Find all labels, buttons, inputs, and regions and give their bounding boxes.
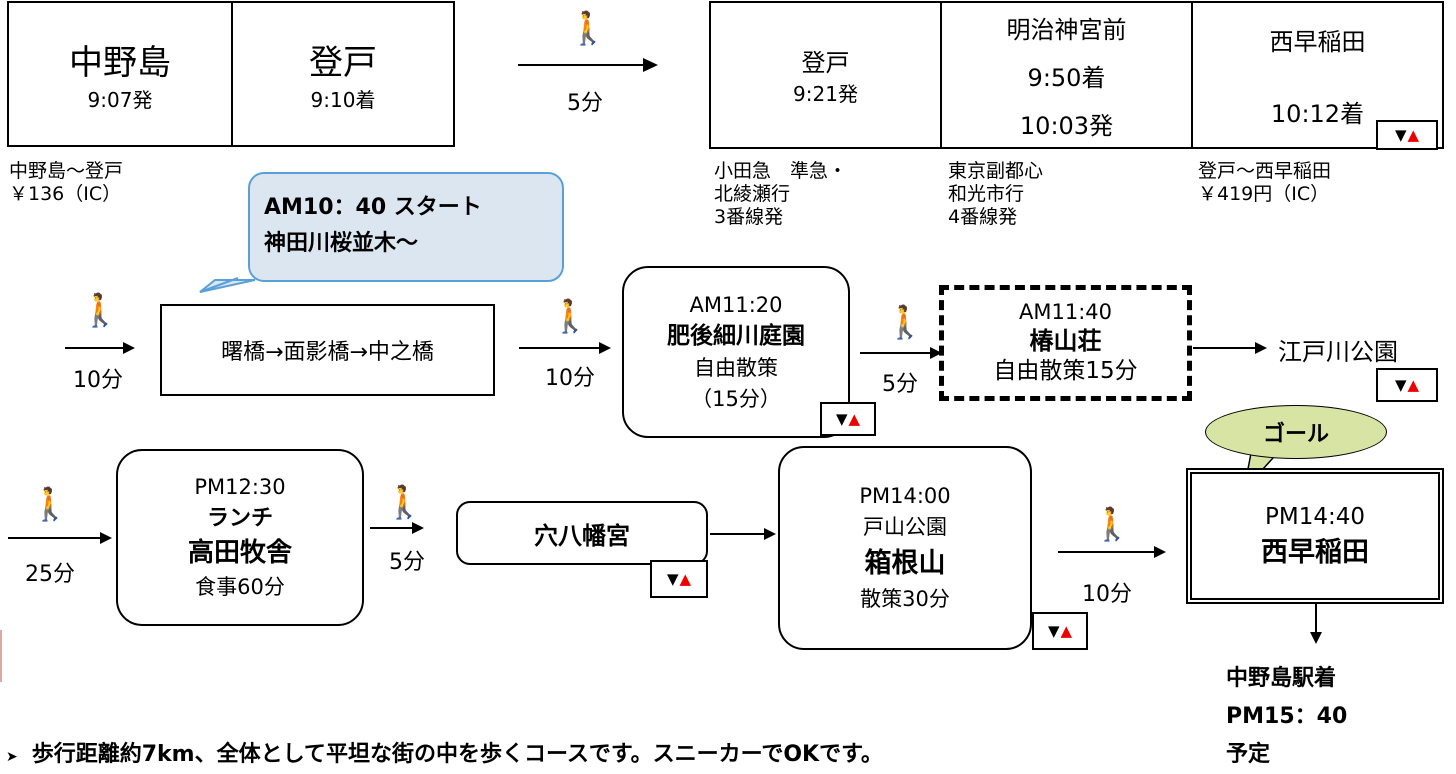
station-name: 中野島 <box>69 43 171 83</box>
departure-time: 10:03発 <box>1019 111 1114 140</box>
arrow-to-arrival <box>1310 604 1322 644</box>
station-name: 登戸 <box>801 49 850 77</box>
start-location: 神田川桜並木～ <box>264 231 419 256</box>
park-name: 戸山公園 <box>863 515 947 539</box>
higo-hosokawa-garden-box: AM11:20 肥後細川庭園 自由散策 （15分） <box>622 266 850 438</box>
station-box-noborito-depart: 登戸 9:21発 <box>709 1 942 149</box>
walk-arrow <box>519 342 611 354</box>
walk-duration: 10分 <box>73 368 123 393</box>
arrow-to-edogawa <box>1193 342 1267 354</box>
toilet-icon: ▼▲ <box>1376 120 1438 150</box>
place-name: 箱根山 <box>864 547 946 579</box>
walker-icon: 🚶 <box>80 291 120 329</box>
goal-callout: ゴール <box>1205 405 1387 459</box>
departure-time: 9:07発 <box>87 88 153 112</box>
start-callout: AM10：40 スタート 神田川桜並木～ <box>248 172 564 282</box>
visit-time: PM14:00 <box>859 483 951 508</box>
place-name: 肥後細川庭園 <box>667 323 805 350</box>
toilet-icon: ▼▲ <box>1376 368 1438 402</box>
left-edge-mark <box>0 630 2 682</box>
arrival-time: PM15：40 <box>1226 704 1348 729</box>
goal-place: 西早稲田 <box>1261 536 1369 568</box>
walk-duration: 5分 <box>389 550 425 575</box>
place-desc: 散策30分 <box>860 587 950 611</box>
bridges-box: 曙橋→面影橋→中之橋 <box>160 304 495 396</box>
arrival-note: 中野島駅着 PM15：40 予定 <box>1226 660 1347 774</box>
arrival-plan: 予定 <box>1226 742 1271 767</box>
chinzanso-box: AM11:40 椿山荘 自由散策15分 <box>939 285 1192 401</box>
walker-icon: 🚶 <box>30 485 70 523</box>
visit-time: AM11:40 <box>1018 299 1112 324</box>
arrival-time: 9:10着 <box>310 88 376 112</box>
arrival-time: 9:50着 <box>1027 63 1106 92</box>
visit-time: PM12:30 <box>194 475 286 500</box>
anahachiman-box: 穴八幡宮 <box>456 501 708 565</box>
walk-duration: 10分 <box>545 366 595 391</box>
departure-time: 9:21発 <box>793 82 858 106</box>
walk-duration: 10分 <box>1082 582 1132 607</box>
station-box-meijijingumae: 明治神宮前 9:50着 10:03発 <box>940 1 1193 149</box>
station-name: 登戸 <box>309 43 377 83</box>
place-desc: 食事60分 <box>195 575 285 600</box>
walk-arrow <box>370 522 424 534</box>
walk-duration: 5分 <box>882 372 918 397</box>
walker-icon: 🚶 <box>384 483 424 521</box>
station-name: 西早稲田 <box>1269 27 1366 56</box>
footnote-text: 歩行距離約7km、全体として平坦な街の中を歩くコースです。スニーカーでOKです。 <box>31 742 883 767</box>
goal-box: PM14:40 西早稲田 <box>1186 468 1444 604</box>
station-box-noborito-arrive: 登戸 9:10着 <box>231 1 455 147</box>
visit-time: AM11:20 <box>689 292 783 317</box>
place-name: 穴八幡宮 <box>534 521 630 550</box>
fare-note-2: 登戸～西早稲田￥419円（IC） <box>1198 160 1332 205</box>
walk-arrow <box>65 342 135 354</box>
footnote: ➤ 歩行距離約7km、全体として平坦な街の中を歩くコースです。スニーカーでOKです… <box>6 736 883 768</box>
station-box-nakanoshima: 中野島 9:07発 <box>7 1 233 147</box>
toilet-icon: ▼▲ <box>650 560 708 598</box>
station-name: 明治神宮前 <box>1006 15 1127 44</box>
place-name: 高田牧舎 <box>187 537 292 568</box>
arrival-station: 中野島駅着 <box>1226 666 1337 691</box>
bullet-arrow-icon: ➤ <box>6 749 18 765</box>
bridges-route: 曙橋→面影橋→中之橋 <box>221 340 434 365</box>
toilet-icon: ▼▲ <box>1032 612 1088 650</box>
walker-icon: 🚶 <box>550 297 590 335</box>
place-name: 椿山荘 <box>1029 327 1102 356</box>
start-callout-tail-line <box>199 277 239 293</box>
walker-icon: 🚶 <box>885 303 925 341</box>
walk-arrow <box>860 347 942 359</box>
fare-note-1: 中野島～登戸￥136（IC） <box>9 160 124 205</box>
walk-arrow <box>518 58 658 72</box>
walk-arrow <box>8 532 112 544</box>
walker-icon: 🚶 <box>1092 505 1132 543</box>
lunch-label: ランチ <box>206 505 273 531</box>
start-time: AM10：40 スタート <box>264 195 482 220</box>
walk-arrow <box>1058 546 1166 558</box>
toilet-icon: ▼▲ <box>820 402 876 436</box>
goal-label: ゴール <box>1262 422 1329 447</box>
hakone-yama-box: PM14:00 戸山公園 箱根山 散策30分 <box>778 446 1032 650</box>
walker-icon: 🚶 <box>568 9 608 47</box>
edogawa-park-label: 江戸川公園 <box>1278 338 1398 366</box>
place-desc: 自由散策15分 <box>993 358 1138 385</box>
place-duration: （15分） <box>691 386 781 411</box>
walk-duration: 25分 <box>25 562 75 587</box>
arrow-to-hakone <box>710 528 776 540</box>
arrival-time: 10:12着 <box>1270 99 1365 128</box>
goal-time: PM14:40 <box>1265 503 1365 530</box>
lunch-box: PM12:30 ランチ 高田牧舎 食事60分 <box>116 449 364 626</box>
place-desc: 自由散策 <box>694 356 778 381</box>
walk-duration: 5分 <box>567 91 603 116</box>
